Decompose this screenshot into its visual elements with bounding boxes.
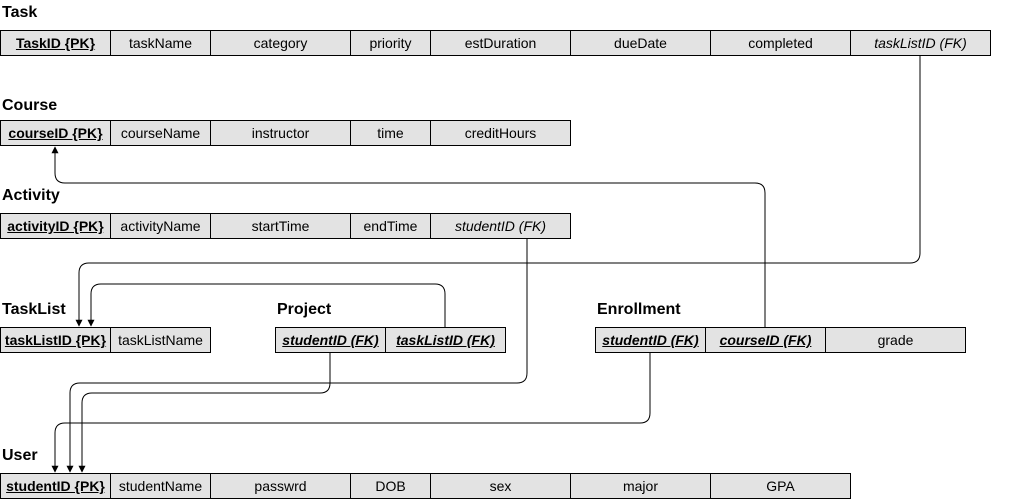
entity-course[interactable]: courseID {PK} courseName instructor time…: [0, 120, 571, 146]
course-attr-courseid: courseID {PK}: [0, 120, 111, 146]
entity-project[interactable]: studentID (FK) taskListID (FK): [275, 327, 506, 353]
user-attr-dob: DOB: [350, 473, 431, 499]
tasklist-attr-tasklistid: taskListID {PK}: [0, 327, 111, 353]
project-attr-studentid-fk: studentID (FK): [275, 327, 386, 353]
activity-attr-studentid-fk: studentID (FK): [430, 213, 571, 239]
enrollment-attr-studentid-fk: studentID (FK): [595, 327, 706, 353]
activity-attr-activityname: activityName: [110, 213, 211, 239]
task-attr-priority: priority: [350, 30, 431, 56]
entity-activity[interactable]: activityID {PK} activityName startTime e…: [0, 213, 571, 239]
link-enrollment-to-user: [51, 353, 651, 473]
user-attr-studentname: studentName: [110, 473, 211, 499]
link-task-to-tasklist: [75, 56, 921, 327]
task-attr-taskname: taskName: [110, 30, 211, 56]
course-attr-time: time: [350, 120, 431, 146]
activity-attr-activityid: activityID {PK}: [0, 213, 111, 239]
course-attr-instructor: instructor: [210, 120, 351, 146]
entity-title-enrollment: Enrollment: [597, 301, 681, 318]
task-attr-category: category: [210, 30, 351, 56]
user-attr-studentid: studentID {PK}: [0, 473, 111, 499]
entity-title-activity: Activity: [2, 187, 60, 204]
entity-user[interactable]: studentID {PK} studentName passwrd DOB s…: [0, 473, 851, 499]
course-attr-coursename: courseName: [110, 120, 211, 146]
link-project-to-tasklist: [87, 283, 446, 327]
link-activity-to-user: [66, 239, 528, 473]
project-attr-tasklistid-fk: taskListID (FK): [385, 327, 506, 353]
task-attr-completed: completed: [710, 30, 851, 56]
user-attr-major: major: [570, 473, 711, 499]
task-attr-estduration: estDuration: [430, 30, 571, 56]
activity-attr-starttime: startTime: [210, 213, 351, 239]
task-attr-tasklistid-fk: taskListID (FK): [850, 30, 991, 56]
task-attr-duedate: dueDate: [570, 30, 711, 56]
task-attr-taskid: TaskID {PK}: [0, 30, 111, 56]
entity-task[interactable]: TaskID {PK} taskName category priority e…: [0, 30, 991, 56]
link-project-to-user: [78, 353, 331, 473]
entity-title-project: Project: [277, 301, 332, 318]
entity-title-course: Course: [2, 97, 58, 114]
enrollment-attr-grade: grade: [825, 327, 966, 353]
user-attr-gpa: GPA: [710, 473, 851, 499]
activity-attr-endtime: endTime: [350, 213, 431, 239]
user-attr-passwrd: passwrd: [210, 473, 351, 499]
user-attr-sex: sex: [430, 473, 571, 499]
entity-title-task: Task: [2, 4, 38, 21]
tasklist-attr-tasklistname: taskListName: [110, 327, 211, 353]
entity-title-user: User: [2, 447, 38, 464]
enrollment-attr-courseid-fk: courseID (FK): [705, 327, 826, 353]
course-attr-credithours: creditHours: [430, 120, 571, 146]
entity-title-tasklist: TaskList: [2, 301, 66, 318]
entity-tasklist[interactable]: taskListID {PK} taskListName: [0, 327, 211, 353]
entity-enrollment[interactable]: studentID (FK) courseID (FK) grade: [595, 327, 966, 353]
